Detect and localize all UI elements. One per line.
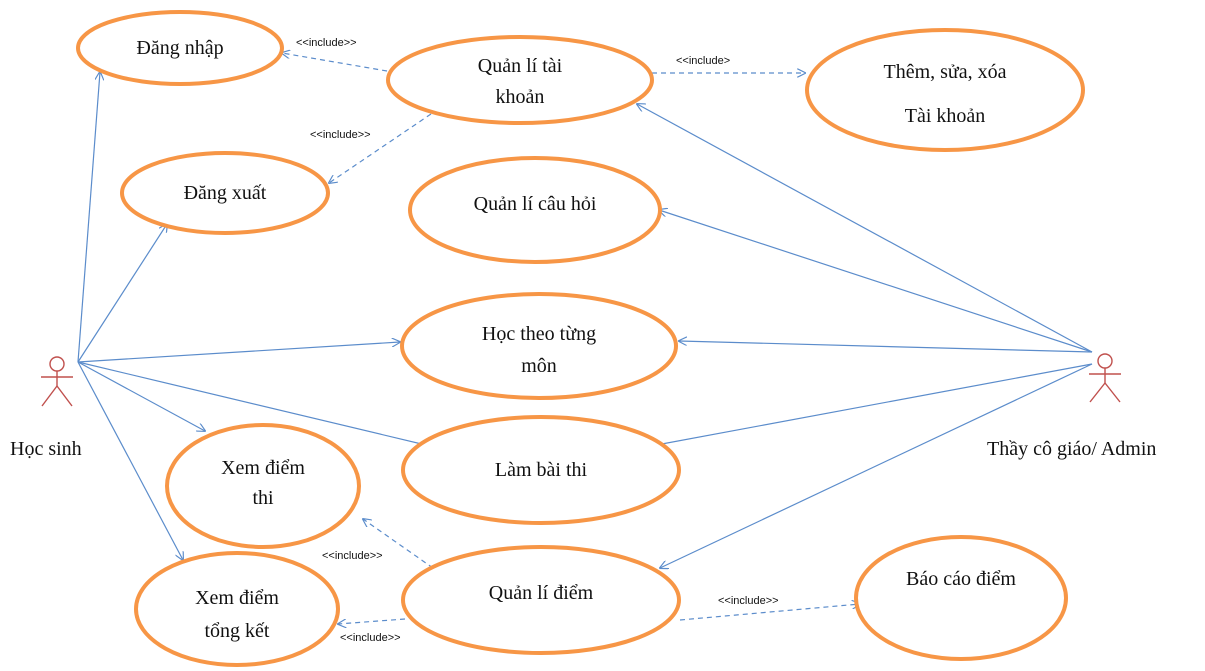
include-qltk-dang-xuat: [329, 113, 432, 183]
actor-label: Học sinh: [10, 438, 82, 460]
include-label: <<include>>: [296, 37, 357, 49]
include-qld-xem-diem-tong-ket: [338, 618, 406, 624]
include-label: <<include>>: [340, 632, 401, 644]
assoc-student-dang-nhap: [77, 72, 100, 363]
use-case-dang-xuat: Đăng xuất: [120, 151, 330, 235]
assoc-student-xem-diem-tong-ket: [77, 361, 183, 560]
use-case-label: Báo cáo điểm: [906, 568, 1016, 590]
include-qltk-dang-nhap: [282, 53, 388, 72]
use-case-label: Xem điểm: [195, 587, 279, 609]
use-case-shape: [408, 156, 662, 264]
assoc-teacher-quan-li-tai-khoan: [637, 104, 1093, 353]
include-qld-bao-cao-diem: [679, 604, 860, 621]
use-case-shape: [76, 10, 284, 86]
use-case-quan-li-cau-hoi: Quản lí câu hỏi: [408, 156, 662, 264]
use-case-quan-li-diem: Quản lí điểm: [401, 545, 681, 655]
assoc-student-xem-diem-thi: [77, 361, 205, 431]
use-case-label: môn: [521, 355, 557, 377]
use-case-shape: [386, 35, 654, 125]
include-label: <<include>>: [718, 595, 779, 607]
use-case-label: Làm bài thi: [495, 459, 588, 481]
include-label: <<include>>: [322, 550, 383, 562]
use-case-shape: [120, 151, 330, 235]
use-case-label: Xem điểm: [221, 457, 305, 479]
actor-student: Học sinh: [10, 356, 82, 460]
use-case-label: Quản lí điểm: [489, 582, 594, 604]
actor-teacher-admin: Thầy cô giáo/ Admin: [987, 353, 1156, 460]
use-case-label: Quản lí câu hỏi: [474, 193, 597, 215]
use-case-xem-diem-tong-ket: Xem điểm tổng kết: [134, 551, 340, 667]
use-case-label: Tài khoản: [905, 105, 986, 127]
use-case-label: Đăng xuất: [184, 182, 267, 204]
use-case-quan-li-tai-khoan: Quản lí tài khoản: [386, 35, 654, 125]
assoc-student-hoc-theo-tung-mon: [77, 342, 400, 363]
use-case-label: Đăng nhập: [136, 37, 223, 59]
use-case-xem-diem-thi: Xem điểm thi: [165, 423, 361, 549]
stick-figure-icon: [41, 356, 73, 407]
include-relations: <<include>> <<include> <<include>> <<inc…: [282, 37, 860, 644]
include-label: <<include>: [676, 55, 730, 67]
use-case-shape: [854, 535, 1068, 661]
use-case-label: tổng kết: [205, 620, 270, 642]
use-case-lam-bai-thi: Làm bài thi: [401, 415, 681, 525]
assoc-teacher-quan-li-diem: [660, 363, 1093, 568]
assoc-teacher-hoc-theo-tung-mon: [679, 341, 1093, 353]
use-case-hoc-theo-tung-mon: Học theo từng môn: [400, 292, 678, 400]
include-label: <<include>>: [310, 129, 371, 141]
use-case-label: Quản lí tài: [478, 55, 563, 77]
use-case-shape: [400, 292, 678, 400]
stick-figure-icon: [1089, 353, 1121, 403]
use-case-label: thi: [252, 487, 274, 509]
use-case-shape: [805, 28, 1085, 152]
use-case-shape: [401, 415, 681, 525]
actor-label: Thầy cô giáo/ Admin: [987, 438, 1156, 460]
assoc-student-lam-bai-thi: [77, 361, 430, 446]
use-case-shape: [401, 545, 681, 655]
assoc-teacher-lam-bai-thi: [651, 363, 1093, 446]
assoc-teacher-quan-li-cau-hoi: [659, 210, 1093, 353]
use-case-label: Học theo từng: [482, 323, 596, 345]
use-case-them-sua-xoa-tai-khoan: Thêm, sửa, xóa Tài khoản: [805, 28, 1085, 152]
use-case-shape: [134, 551, 340, 667]
teacher-associations: [637, 104, 1093, 568]
student-associations: [77, 72, 430, 560]
use-case-dang-nhap: Đăng nhập: [76, 10, 284, 86]
use-case-shape: [165, 423, 361, 549]
assoc-student-dang-xuat: [77, 224, 167, 363]
use-case-bao-cao-diem: Báo cáo điểm: [854, 535, 1068, 661]
use-case-label: khoản: [496, 86, 545, 108]
use-case-label: Thêm, sửa, xóa: [883, 61, 1006, 83]
